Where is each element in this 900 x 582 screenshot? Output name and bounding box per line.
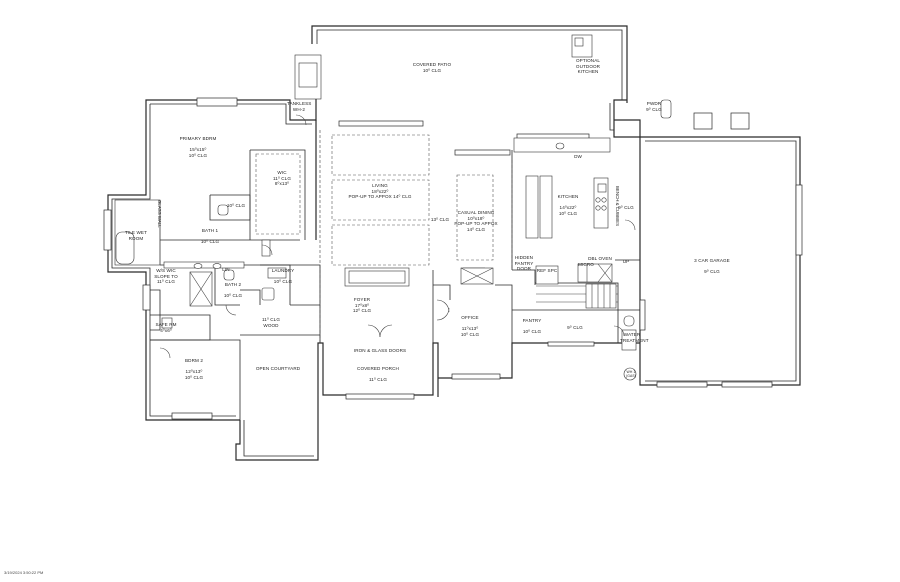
center-ceiling-label: 13⁰ CLG <box>430 217 450 222</box>
linen-label: LIN <box>222 267 230 272</box>
hidden-pantry-label: HIDDEN PANTRY DOOR <box>514 255 534 271</box>
pantry2-ceiling-label: 9⁰ CLG <box>567 325 583 330</box>
outdoor-kitchen-label: OPTIONAL OUTDOOR KITCHEN <box>575 58 601 74</box>
exterior-walls <box>107 99 801 461</box>
open-courtyard-label: OPEN COURTYARD <box>255 366 301 371</box>
iron-glass-doors-label: IRON & GLASS DOORS <box>353 348 407 353</box>
wc-ceiling-label: 10⁰ CLG <box>226 203 246 208</box>
covered-patio-outline <box>294 25 628 103</box>
dbl-oven-label: DBL OVEN <box>588 256 612 261</box>
tankless-label: TANKLESS WH-2 <box>287 101 312 112</box>
doors <box>159 114 636 359</box>
powder-fixtures <box>621 99 672 381</box>
living-ceiling-outlines <box>319 130 513 345</box>
windows <box>103 97 803 420</box>
tile-wet-room-label: TILE WET ROOM <box>125 230 147 241</box>
wet-room-fixtures <box>114 199 287 329</box>
bench-ceiling-label: 9⁰ CLG <box>618 205 634 210</box>
water-heater-label: WH 1 (GAS) <box>626 370 636 379</box>
micro-label: MICRO <box>578 262 594 267</box>
glass-wall-label: GLASS WALL <box>157 200 162 228</box>
ref-spc-label: REF SPC <box>536 268 558 273</box>
print-timestamp: 3/19/2024 3:50:22 PM <box>4 570 44 575</box>
stairs <box>585 283 617 309</box>
wic-shelving <box>255 153 301 235</box>
dw-label: DW <box>574 154 582 159</box>
kitchen-fixtures <box>513 137 618 303</box>
water-treatment-label: WATER TREATMENT <box>620 332 649 343</box>
stairs-up-label: UP <box>622 259 630 264</box>
